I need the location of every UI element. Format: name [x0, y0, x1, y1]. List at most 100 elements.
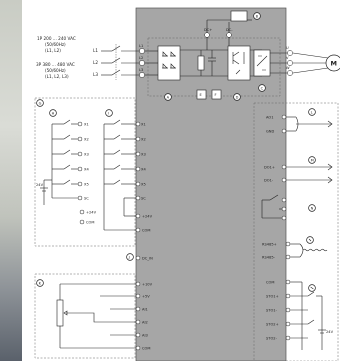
svg-text:AI3: AI3	[142, 334, 148, 338]
module-f	[211, 89, 222, 100]
svg-text:GND: GND	[266, 130, 274, 134]
dc24-label: 24V	[36, 183, 44, 187]
background-photo-strip	[0, 0, 22, 361]
sink-row-5: X5	[52, 179, 89, 187]
callout-m-marker	[308, 156, 316, 164]
svg-text:RS485+: RS485+	[262, 243, 277, 247]
callout-e: E	[200, 93, 203, 97]
rectifier-bridge	[157, 45, 181, 81]
svg-text:DC-: DC-	[226, 28, 233, 32]
svg-text:DO1-: DO1-	[264, 179, 274, 183]
callout-l: L	[311, 110, 313, 114]
svg-text:DC+: DC+	[204, 28, 212, 32]
center-control-labels: +24V COM DC_IN	[135, 215, 153, 261]
svg-text:+5V: +5V	[142, 295, 150, 299]
callout-d: D	[236, 95, 239, 99]
sink-input-group: X1 X2 X3 X4 X5 SC 24V	[36, 119, 89, 205]
svg-text:(50/60Hz): (50/60Hz)	[45, 68, 66, 73]
sto-supply-label: 24V	[326, 330, 334, 334]
callout-k: K	[39, 281, 42, 285]
sink-row-4: X4	[52, 164, 89, 172]
output-terminals: U V W	[270, 46, 329, 76]
svg-text:DO1+: DO1+	[264, 166, 275, 170]
callout-m: M	[311, 158, 314, 162]
source-input-group: X1 X2 X3 X4 X5 SC +24V COM	[79, 119, 146, 233]
relay-output	[261, 194, 287, 221]
callout-k-marker	[36, 279, 44, 287]
svg-text:(L1, L2, L3): (L1, L2, L3)	[45, 74, 69, 79]
svg-text:L1: L1	[139, 44, 143, 48]
sink-row-3: X3	[52, 149, 89, 157]
svg-text:SC: SC	[141, 197, 146, 201]
svg-text:X1: X1	[141, 123, 146, 127]
digital-input-box	[34, 97, 136, 247]
callout-g: G	[39, 101, 42, 105]
callout-g-marker	[36, 99, 44, 107]
svg-text:(50/60Hz): (50/60Hz)	[45, 42, 66, 47]
callout-a: A	[167, 95, 170, 99]
supply-spec-text: 1P 200 ... 240 VAC (50/60Hz) (L1, L2) 3P…	[36, 36, 76, 79]
svg-text:STO2-: STO2-	[266, 337, 278, 341]
svg-text:W: W	[286, 66, 290, 70]
source-row-2: X2	[104, 134, 146, 142]
source-row-sc: SC	[124, 195, 146, 201]
svg-text:U: U	[286, 46, 289, 50]
svg-text:X3: X3	[141, 153, 146, 157]
svg-text:AO1: AO1	[266, 116, 274, 120]
svg-text:X5: X5	[141, 183, 146, 187]
svg-text:+24V: +24V	[142, 215, 153, 219]
callout-i: I	[108, 111, 109, 115]
callout-a-marker	[164, 93, 172, 101]
svg-text:X4: X4	[141, 168, 146, 172]
motor-label: M	[331, 60, 337, 68]
analog-inputs: +10V +5V AI1 AI2 AI3 COM	[56, 281, 153, 351]
callout-j: J	[128, 255, 130, 259]
callout-n-marker	[308, 204, 316, 212]
svg-text:X5: X5	[84, 183, 89, 187]
svg-text:SC: SC	[84, 197, 89, 201]
svg-text:X3: X3	[84, 153, 89, 157]
svg-text:STO1+: STO1+	[266, 295, 279, 299]
callout-l-marker	[308, 108, 316, 116]
inverter-stage	[227, 45, 271, 81]
sink-row-sc: SC	[52, 195, 89, 201]
svg-text:RS485-: RS485-	[262, 256, 276, 260]
sto-callout-mark	[310, 286, 314, 290]
svg-text:X2: X2	[141, 138, 146, 142]
svg-text:3P 380 ... 480 VAC: 3P 380 ... 480 VAC	[36, 62, 75, 67]
sink-row-1: X1	[52, 119, 89, 127]
callout-n: N	[311, 206, 314, 210]
svg-text:L3: L3	[93, 72, 98, 77]
svg-text:L2: L2	[139, 56, 143, 60]
svg-text:COM: COM	[142, 347, 150, 351]
callout-c: C	[261, 86, 264, 90]
source-row-5: X5	[104, 179, 146, 187]
source-row-1: X1	[104, 119, 146, 127]
callout-h-marker	[49, 109, 57, 117]
svg-text:X1: X1	[84, 123, 89, 127]
svg-text:(L1, L2): (L1, L2)	[45, 48, 61, 53]
callout-b: B	[256, 14, 259, 18]
svg-text:X2: X2	[84, 138, 89, 142]
callout-h: H	[52, 111, 55, 115]
svg-text:AI2: AI2	[142, 321, 148, 325]
svg-text:AI1: AI1	[142, 308, 148, 312]
output-box	[253, 102, 339, 361]
svg-text:1P 200 ... 240 VAC: 1P 200 ... 240 VAC	[37, 36, 76, 41]
svg-text:V: V	[286, 56, 289, 60]
callout-d-marker	[233, 93, 241, 101]
svg-text:L1: L1	[93, 48, 98, 53]
analog-output: AO1 GND	[266, 114, 333, 134]
supply-lines: L1 L2 L3	[93, 44, 140, 80]
callout-b-marker	[253, 12, 261, 20]
source-row-3: X3	[104, 149, 146, 157]
module-e	[196, 89, 207, 100]
callout-i-marker	[105, 109, 113, 117]
sto-inputs: COM STO1+ STO1- STO2+ STO2- 24V	[266, 279, 334, 350]
rs485-port: RS485+ RS485-	[262, 236, 328, 260]
svg-text:X4: X4	[84, 168, 89, 172]
motor-icon	[325, 54, 340, 72]
svg-text:L3: L3	[139, 68, 143, 72]
input-power-terminals: L1 L2 L3	[139, 44, 158, 78]
